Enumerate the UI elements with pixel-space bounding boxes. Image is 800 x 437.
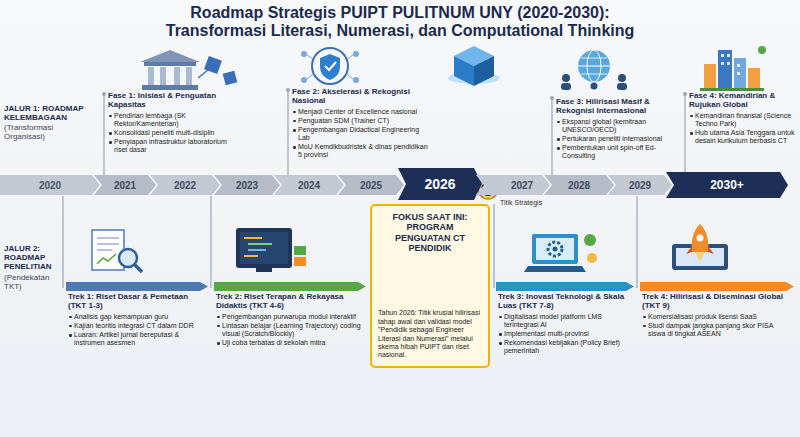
bullet-text: Kemandirian finansial (Science Techno Pa… [689, 112, 795, 128]
bullet-text: Implementasi multi-provinsi [498, 330, 632, 338]
point-label: Titik Strategis [500, 199, 560, 207]
bullet-text: Hub utama Asia Tenggara untuk desain kur… [689, 129, 795, 145]
block-heading: Trek 2: Riset Terapan & Rekayasa Didakti… [216, 293, 364, 311]
globe-icon [561, 50, 627, 90]
track-label: JALUR 1: ROADMAP KELEMBAGAAN [4, 104, 96, 122]
block-heading: Trek 4: Hilirisasi & Diseminasi Global (… [642, 293, 792, 311]
info-block: Trek 2: Riset Terapan & Rekayasa Didakti… [216, 293, 364, 347]
year-label: 2028 [568, 180, 590, 191]
bullet-text: Digitalisasi model platform LMS terinteg… [498, 313, 632, 329]
info-block: Fase 3: Hilirisasi Masif & Rekognisi Int… [556, 98, 678, 160]
year-label: 2027 [511, 180, 533, 191]
year-label: 2029 [629, 180, 651, 191]
bullet-text: Lintasan belajar (Learning Trajectory) c… [216, 322, 364, 338]
block-heading: Fase 3: Hilirisasi Masif & Rekognisi Int… [556, 98, 678, 116]
bullet-text: Analisis gap kemampuan guru [68, 313, 204, 321]
year-chevron: 2029 [608, 175, 672, 195]
year-chevron: 2022 [150, 175, 220, 195]
bullet-text: Konsolidasi peneliti multi-disiplin [108, 129, 240, 137]
focus-body: Tahun 2026: Titik krusial hilirisasi tah… [378, 309, 482, 359]
shield-network-icon [301, 48, 359, 84]
track-label: (Pendekatan TKT) [4, 273, 62, 291]
bullet-text: Komersialisasi produk lisensi SaaS [642, 313, 792, 321]
cube-icon [448, 46, 500, 86]
track-label: (Transformasi Organisasi) [4, 123, 96, 141]
focus-heading: FOKUS SAAT INI: PROGRAM PENGUATAN CT PEN… [378, 212, 482, 253]
bullet-text: Uji coba terbatas di sekolah mitra [216, 339, 364, 347]
year-label: 2022 [174, 180, 196, 191]
info-block: Trek 1: Riset Dasar & Pemetaan (TKT 1-3)… [68, 293, 204, 347]
block-heading: Fase 4: Kemandirian & Rujukan Global [689, 92, 795, 110]
year-chevron: 2020 [0, 175, 100, 195]
illustration-space [378, 253, 482, 309]
bullet-text: Ekspansi global (kemitraan UNESCO/OECD) [556, 118, 678, 134]
focus-box: FOKUS SAAT INI: PROGRAM PENGUATAN CT PEN… [370, 204, 490, 368]
year-chevron: 2021 [94, 175, 156, 195]
info-block: Fase 1: Inisiasi & Penguatan KapasitasPe… [108, 92, 240, 154]
year-chevron: 2028 [544, 175, 614, 195]
year-chevron: 2025 [338, 175, 404, 195]
laptop-icon [524, 234, 597, 272]
bullet-text: Rekomendasi kebijakan (Policy Brief) pem… [498, 339, 632, 355]
bullet-text: Kajian teoritis integrasi CT dalam DDR [68, 322, 204, 330]
bullet-text: Penyiapan infrastruktur laboratorium ris… [108, 138, 240, 154]
year-label: 2021 [114, 180, 136, 191]
year-label: 2023 [236, 180, 258, 191]
year-chevron: 2023 [214, 175, 280, 195]
year-chevron: 2024 [274, 175, 344, 195]
year-label: 2024 [298, 180, 320, 191]
building-icon [140, 50, 237, 90]
info-block: Fase 2: Akselerasi & Rekognisi NasionalM… [292, 88, 428, 159]
title: Roadmap Strategis PUIPT PULITNUM UNY (20… [165, 4, 635, 41]
research-icon [92, 230, 142, 272]
bullet-text: Studi dampak jangka panjang skor PISA si… [642, 322, 792, 338]
info-block: Trek 3: Inovasi Teknologi & Skala Luas (… [498, 293, 632, 355]
rocket-icon [672, 224, 728, 270]
year-label: 2030+ [710, 178, 744, 192]
bullet-text: Pertukaran peneliti internasional [556, 135, 678, 143]
bullet-text: MoU Kemdikbudristek & dinas pendidikan 5… [292, 143, 428, 159]
block-heading: Fase 1: Inisiasi & Penguatan Kapasitas [108, 92, 240, 110]
city-icon [700, 46, 766, 91]
info-block: Trek 4: Hilirisasi & Diseminasi Global (… [642, 293, 792, 338]
bullet-text: Pengembangan Didactical Engineering Lab [292, 126, 428, 142]
year-label: 2025 [360, 180, 382, 191]
year-label: 2026 [424, 176, 455, 192]
info-block: Fase 4: Kemandirian & Rujukan GlobalKema… [689, 92, 795, 145]
bullet-text: Menjadi Center of Excellence nasional [292, 108, 428, 116]
code-screen-icon [236, 228, 306, 272]
bullet-text: Pembentukan unit spin-off Ed-Consulting [556, 144, 678, 160]
block-heading: Trek 3: Inovasi Teknologi & Skala Luas (… [498, 293, 632, 311]
block-heading: Fase 2: Akselerasi & Rekognisi Nasional [292, 88, 428, 106]
year-chevron: 2027 [476, 175, 550, 195]
block-heading: Trek 1: Riset Dasar & Pemetaan (TKT 1-3) [68, 293, 204, 311]
bullet-text: Pendirian lembaga (SK Rektor/Kamenterian… [108, 112, 240, 128]
year-label: 2020 [39, 180, 61, 191]
track-label: JALUR 2: ROADMAP PENELITIAN [4, 244, 60, 272]
year-chevron: 2026 [398, 168, 482, 200]
year-chevron: 2030+ [666, 172, 788, 198]
bullet-text: Luaran: Artikel jurnal bereputasi & inst… [68, 331, 204, 347]
bullet-text: Pengembangan purwarupa modul interaktif [216, 313, 364, 321]
bullet-text: Penguatan SDM (Trainer CT) [292, 117, 428, 125]
